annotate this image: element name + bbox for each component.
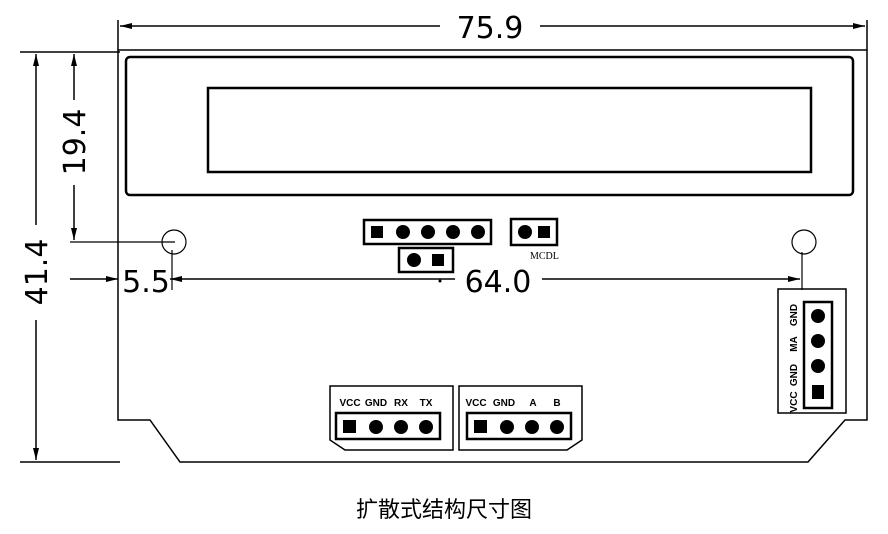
mounting-hole-left: [161, 229, 187, 255]
width-dimension-label: 75.9: [457, 11, 524, 46]
side-pin-label-vcc: VCC: [789, 391, 800, 412]
mcdl-jumper: MCDL: [509, 217, 559, 262]
figure-caption: 扩散式结构尺寸图: [355, 498, 532, 523]
rs485-pin-label-gnd: GND: [493, 398, 515, 409]
rs485-pin-label-a: A: [529, 398, 536, 409]
rs485-pin-label-b: B: [553, 398, 560, 409]
hole-spacing-label: 64.0: [465, 265, 532, 300]
board-outline: [117, 49, 868, 463]
header-2pin-lower: [397, 246, 455, 283]
height-dimension: 41.4: [20, 51, 120, 463]
height-dimension-label: 41.4: [20, 239, 55, 306]
display-offset-label: 19.4: [58, 109, 93, 176]
rs485-pin-label-vcc: VCC: [465, 398, 486, 409]
display-area: [206, 86, 813, 174]
display-offset-dimension: 19.4: [58, 54, 175, 243]
header-5pin: [362, 218, 493, 246]
uart-pin-label-gnd: GND: [365, 398, 387, 409]
hole-offset-label: 5.5: [122, 265, 170, 300]
side-pin-label-gnd-top: GND: [789, 304, 800, 326]
side-connector: VCC GND MA GND: [777, 288, 847, 414]
uart-pin-label-vcc: VCC: [339, 398, 360, 409]
side-pin-label-gnd: GND: [789, 364, 800, 386]
side-pin-label-ma: MA: [789, 336, 800, 352]
mounting-hole-right: [791, 229, 817, 255]
display-frame: [124, 55, 855, 197]
uart-pin-label-rx: RX: [394, 398, 408, 409]
uart-pin-label-tx: TX: [420, 398, 433, 409]
rs485-connector: VCC GND A B: [458, 385, 583, 451]
mcdl-label: MCDL: [530, 251, 559, 262]
width-dimension: 75.9: [117, 11, 868, 50]
hole-dimension: 5.5 64.0: [70, 250, 803, 300]
uart-connector: VCC GND RX TX: [329, 385, 454, 451]
